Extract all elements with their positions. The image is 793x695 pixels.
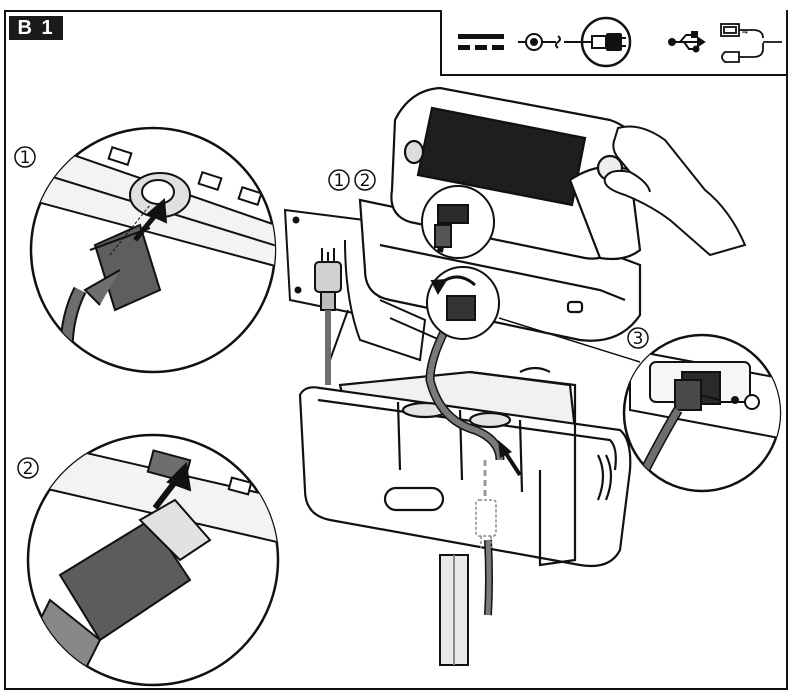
inset-3-power-connection: 3: [622, 327, 782, 493]
inset-2-usb-connection: 2: [17, 433, 280, 687]
ghost-plug: [475, 499, 497, 548]
main-assembly: 1 2: [283, 86, 747, 666]
detail-circle-power: [426, 266, 500, 340]
callout-1: 1: [20, 148, 31, 168]
stand-pole: [439, 554, 469, 666]
connector-legend: ⇋: [440, 10, 788, 76]
callout-2: 2: [23, 459, 34, 479]
dc-plug-icon: [518, 33, 561, 51]
ac-plug-on-bracket: [314, 248, 342, 385]
insert-arrow: [498, 440, 522, 477]
device-callouts: 1 2: [328, 169, 376, 191]
figure-frame: [4, 10, 788, 690]
inset-1-dc-connection: 1: [14, 126, 277, 374]
leader-line-3: [498, 317, 641, 363]
ac-power-cord-icon: [564, 16, 632, 68]
legend-icons: ⇋: [458, 16, 782, 68]
device-callout-1: 1: [334, 171, 345, 191]
monitor-device: [358, 86, 642, 342]
power-cable: [425, 327, 505, 616]
device-callout-2: 2: [360, 171, 371, 191]
hand: [603, 125, 747, 257]
step-badge: B 1: [9, 16, 63, 40]
svg-text:⇋: ⇋: [742, 28, 748, 36]
callout-3: 3: [633, 329, 644, 349]
usb-cable-icon: ⇋: [720, 23, 782, 63]
usb-symbol-icon: [668, 31, 706, 53]
storage-basket: [298, 366, 632, 568]
dc-power-icon: [458, 34, 504, 50]
detail-circle-usb: [421, 185, 495, 259]
